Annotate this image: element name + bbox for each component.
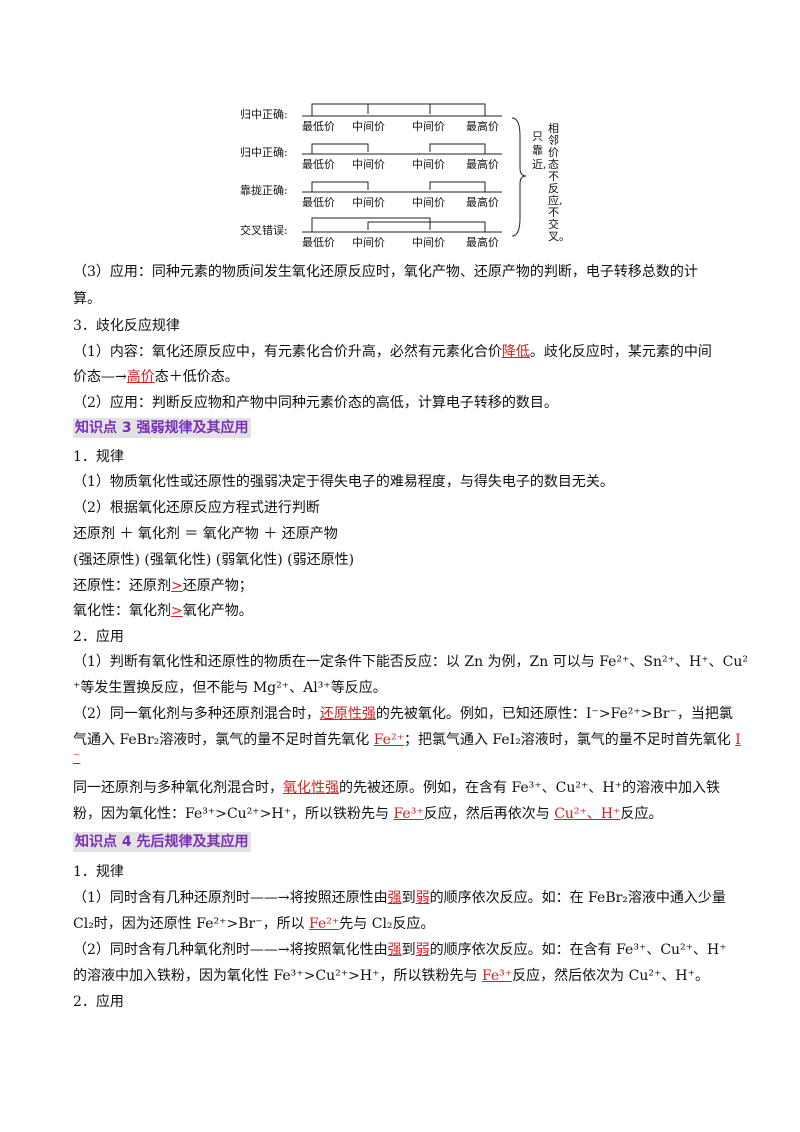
tick-label: 最高价 <box>466 235 499 249</box>
svg-text:不: 不 <box>548 206 559 219</box>
paragraph: （2）根据氧化还原反应方程式进行判断 <box>73 500 320 516</box>
equation-line: 还原剂 ＋ 氧化剂 ＝ 氧化产物 ＋ 还原产物 <box>73 526 338 542</box>
valence-diagram: 归中正确: 最低价 中间价 中间价 最高价 归中正确: 最低价 中间价 中间价 … <box>240 103 570 249</box>
paragraph: 2．应用 <box>73 629 124 645</box>
svg-text:近,: 近, <box>532 158 547 171</box>
paragraph: （2）同时含有几种氧化剂时——→将按照氧化性由强到弱的顺序依次反应。如：在含有 … <box>73 942 727 958</box>
paragraph: 的溶液中加入铁粉，因为氧化性 Fe³⁺>Cu²⁺>H⁺，所以铁粉先与 Fe³⁺反… <box>73 968 709 984</box>
svg-text:交: 交 <box>548 217 559 231</box>
paragraph: 2．应用 <box>73 994 124 1010</box>
svg-text:价: 价 <box>548 146 559 159</box>
tick-label: 中间价 <box>352 236 385 249</box>
paragraph: 价态—→高价态＋低价态。 <box>73 369 239 385</box>
paragraph: 气通入 FeBr₂溶液时，氯气的量不足时首先氧化 Fe²⁺；把氯气通入 FeI₂… <box>73 732 741 748</box>
paragraph: （3）应用：同种元素的物质间发生氧化还原反应时，氧化产物、还原产物的判断，电子转… <box>73 264 698 280</box>
svg-text:只: 只 <box>532 130 543 143</box>
paragraph: （1）同时含有几种还原剂时——→将按照还原性由强到弱的顺序依次反应。如：在 Fe… <box>73 890 726 906</box>
tick-label: 最高价 <box>466 157 499 171</box>
diagram-row-label: 归中正确: <box>240 145 288 159</box>
section-heading: 知识点 4 先后规律及其应用 <box>73 832 251 852</box>
svg-text:邻: 邻 <box>548 134 559 147</box>
paragraph: 氧化性：氧化剂>氧化产物。 <box>73 603 253 619</box>
paragraph: ⁻ <box>73 750 81 766</box>
diagram-row-label: 归中正确: <box>240 107 288 121</box>
svg-text:叉。: 叉。 <box>548 230 570 243</box>
tick-label: 中间价 <box>412 158 445 171</box>
diagram-row-label: 靠拢正确: <box>240 183 288 197</box>
side-note: 只 靠 近, 相 邻 价 态 不 反 应, 不 交 叉。 <box>532 122 570 243</box>
paragraph: （2）同一氧化剂与多种还原剂混合时，还原性强的先被氧化。例如，已知还原性：I⁻>… <box>73 706 733 722</box>
paragraph: （1）判断有氧化性和还原性的物质在一定条件下能否反应：以 Zn 为例，Zn 可以… <box>73 654 748 670</box>
paragraph: 1．规律 <box>73 864 124 880</box>
tick-label: 最高价 <box>466 119 499 133</box>
tick-label: 中间价 <box>412 236 445 249</box>
tick-label: 最低价 <box>302 120 335 133</box>
tick-label: 中间价 <box>412 120 445 133</box>
paragraph: 3．歧化反应规律 <box>73 318 180 334</box>
paragraph: Cl₂时，因为还原性 Fe²⁺>Br⁻，所以 Fe²⁺先与 Cl₂反应。 <box>73 916 435 932</box>
paragraph: ⁺等发生置换反应，但不能与 Mg²⁺、Al³⁺等反应。 <box>73 680 387 696</box>
svg-text:态: 态 <box>548 158 559 171</box>
paragraph: 粉，因为氧化性：Fe³⁺>Cu²⁺>H⁺，所以铁粉先与 Fe³⁺反应，然后再依次… <box>73 806 663 822</box>
svg-text:反: 反 <box>548 182 559 195</box>
paragraph: 同一还原剂与多种氧化剂混合时，氧化性强的先被还原。例如，在含有 Fe³⁺、Cu²… <box>73 780 721 796</box>
tick-label: 中间价 <box>352 158 385 171</box>
svg-text:应,: 应, <box>548 193 563 207</box>
svg-text:靠: 靠 <box>532 143 543 157</box>
svg-text:不: 不 <box>548 170 559 183</box>
tick-label: 中间价 <box>352 120 385 133</box>
tick-label: 中间价 <box>352 196 385 209</box>
tick-label: 最低价 <box>302 196 335 209</box>
equation-line: (强还原性) (强氧化性) (弱氧化性) (弱还原性) <box>73 552 355 568</box>
tick-label: 最高价 <box>466 195 499 209</box>
tick-label: 中间价 <box>412 196 445 209</box>
svg-text:相: 相 <box>548 122 559 135</box>
paragraph: （1）内容：氧化还原反应中，有元素化合价升高，必然有元素化合价降低。歧化反应时，… <box>73 344 712 360</box>
section-heading: 知识点 3 强弱规律及其应用 <box>73 418 251 438</box>
paragraph: （1）物质氧化性或还原性的强弱决定于得失电子的难易程度，与得失电子的数目无关。 <box>73 474 614 490</box>
tick-label: 最低价 <box>302 158 335 171</box>
paragraph: 算。 <box>73 291 101 307</box>
paragraph: （2）应用：判断反应物和产物中同种元素价态的高低，计算电子转移的数目。 <box>73 395 558 411</box>
paragraph: 1．规律 <box>73 449 124 465</box>
diagram-row-label: 交叉错误: <box>240 223 288 237</box>
tick-label: 最低价 <box>302 236 335 249</box>
paragraph: 还原性：还原剂>还原产物； <box>73 578 253 594</box>
